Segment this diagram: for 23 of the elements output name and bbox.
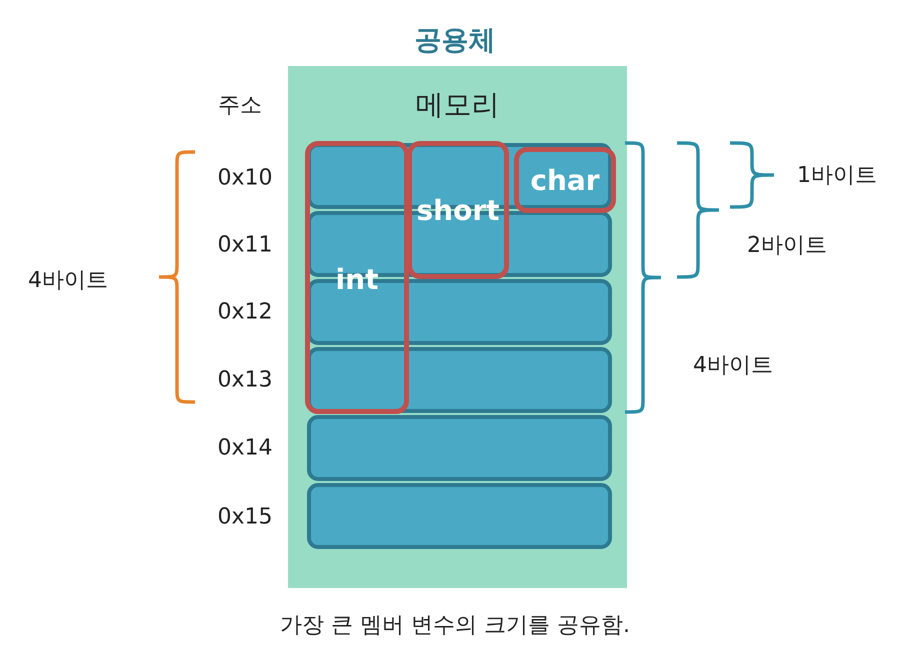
byte-size-label: 4바이트 bbox=[693, 352, 773, 380]
byte-size-label: 2바이트 bbox=[747, 232, 827, 260]
memory-cell bbox=[307, 415, 612, 481]
panel-heading: 메모리 bbox=[414, 87, 500, 123]
title: 공용체 bbox=[414, 24, 496, 58]
address-label: 0x13 bbox=[218, 368, 272, 392]
byte-size-label: 1바이트 bbox=[797, 162, 877, 190]
memory-cell bbox=[307, 483, 612, 549]
byte-size-label: 4바이트 bbox=[28, 267, 108, 295]
member-label: short bbox=[416, 194, 500, 226]
caption: 가장 큰 멤버 변수의 크기를 공유함. bbox=[280, 612, 630, 640]
member-label: char bbox=[530, 164, 600, 196]
member-box bbox=[305, 141, 409, 414]
column-header: 주소 bbox=[218, 92, 262, 120]
memory-panel bbox=[288, 66, 627, 588]
member-label: int bbox=[336, 263, 378, 296]
memory-cell bbox=[307, 347, 612, 413]
address-label: 0x10 bbox=[218, 166, 272, 190]
address-label: 0x15 bbox=[218, 504, 272, 530]
address-label: 0x11 bbox=[218, 232, 272, 258]
address-label: 0x12 bbox=[218, 300, 272, 324]
address-label: 0x14 bbox=[218, 436, 272, 460]
member-box bbox=[407, 141, 509, 279]
